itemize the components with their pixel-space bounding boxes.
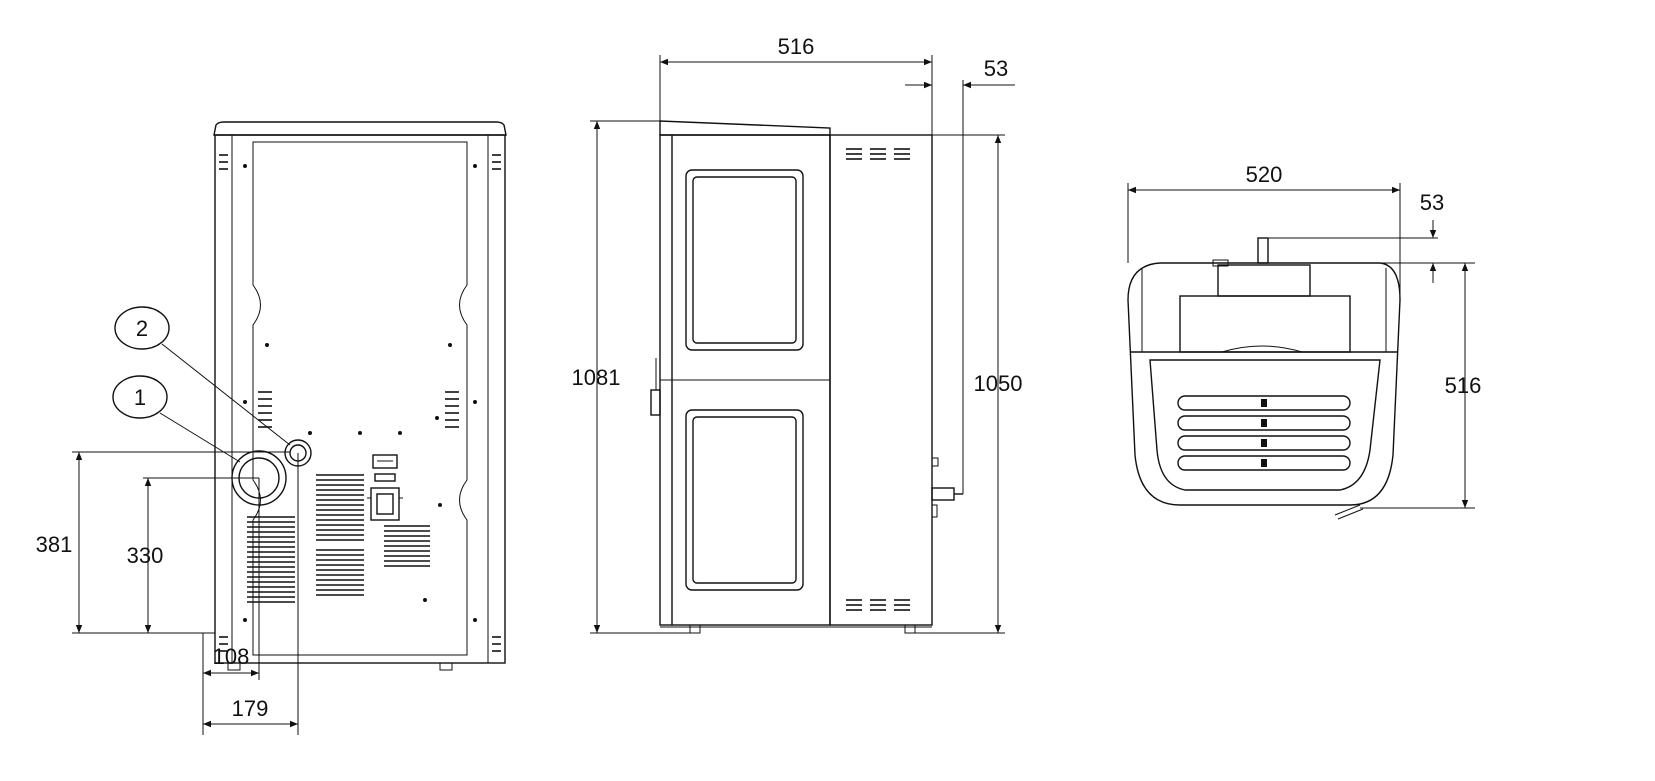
side-vents-back: [219, 154, 501, 652]
svg-text:53: 53: [984, 56, 1008, 81]
svg-text:381: 381: [36, 532, 73, 557]
dim-520: 520: [1127, 162, 1401, 300]
dim-179: 179: [203, 453, 299, 735]
svg-text:2: 2: [136, 316, 148, 341]
back-view: 2 1 381 330 108: [36, 121, 507, 735]
top-view: 520 53 516: [1127, 162, 1482, 520]
vents-upper-right: [445, 391, 459, 428]
vents-upper-left: [258, 391, 272, 428]
dim-516-side: 516: [659, 34, 933, 135]
dim-381: 381: [36, 451, 290, 634]
front-grill: [1177, 395, 1351, 471]
svg-text:1050: 1050: [974, 371, 1023, 396]
dim-1050: 1050: [915, 134, 1023, 634]
callout-1: 1: [112, 375, 241, 463]
svg-text:1081: 1081: [572, 365, 621, 390]
svg-text:516: 516: [778, 34, 815, 59]
callout-2: 2: [114, 306, 291, 446]
dim-108: 108: [202, 478, 260, 735]
dim-53-top: 53: [1380, 190, 1475, 283]
svg-text:1: 1: [134, 385, 146, 410]
svg-text:179: 179: [232, 696, 269, 721]
side-vents-top: [846, 148, 910, 160]
svg-text:108: 108: [213, 644, 250, 669]
vents-lower: [247, 474, 430, 603]
control-connectors: [367, 454, 403, 521]
svg-text:330: 330: [127, 543, 164, 568]
dim-53-side: 53: [905, 56, 1015, 494]
screw-dots: [243, 164, 477, 622]
dim-516-top: 516: [1360, 263, 1482, 509]
side-vents-bottom: [846, 599, 910, 611]
dim-330: 330: [127, 477, 259, 633]
svg-text:516: 516: [1445, 373, 1482, 398]
side-view: 516 53 1081 1050: [572, 34, 1023, 634]
svg-text:53: 53: [1420, 190, 1444, 215]
svg-text:520: 520: [1246, 162, 1283, 187]
dim-1081: 1081: [572, 120, 690, 634]
